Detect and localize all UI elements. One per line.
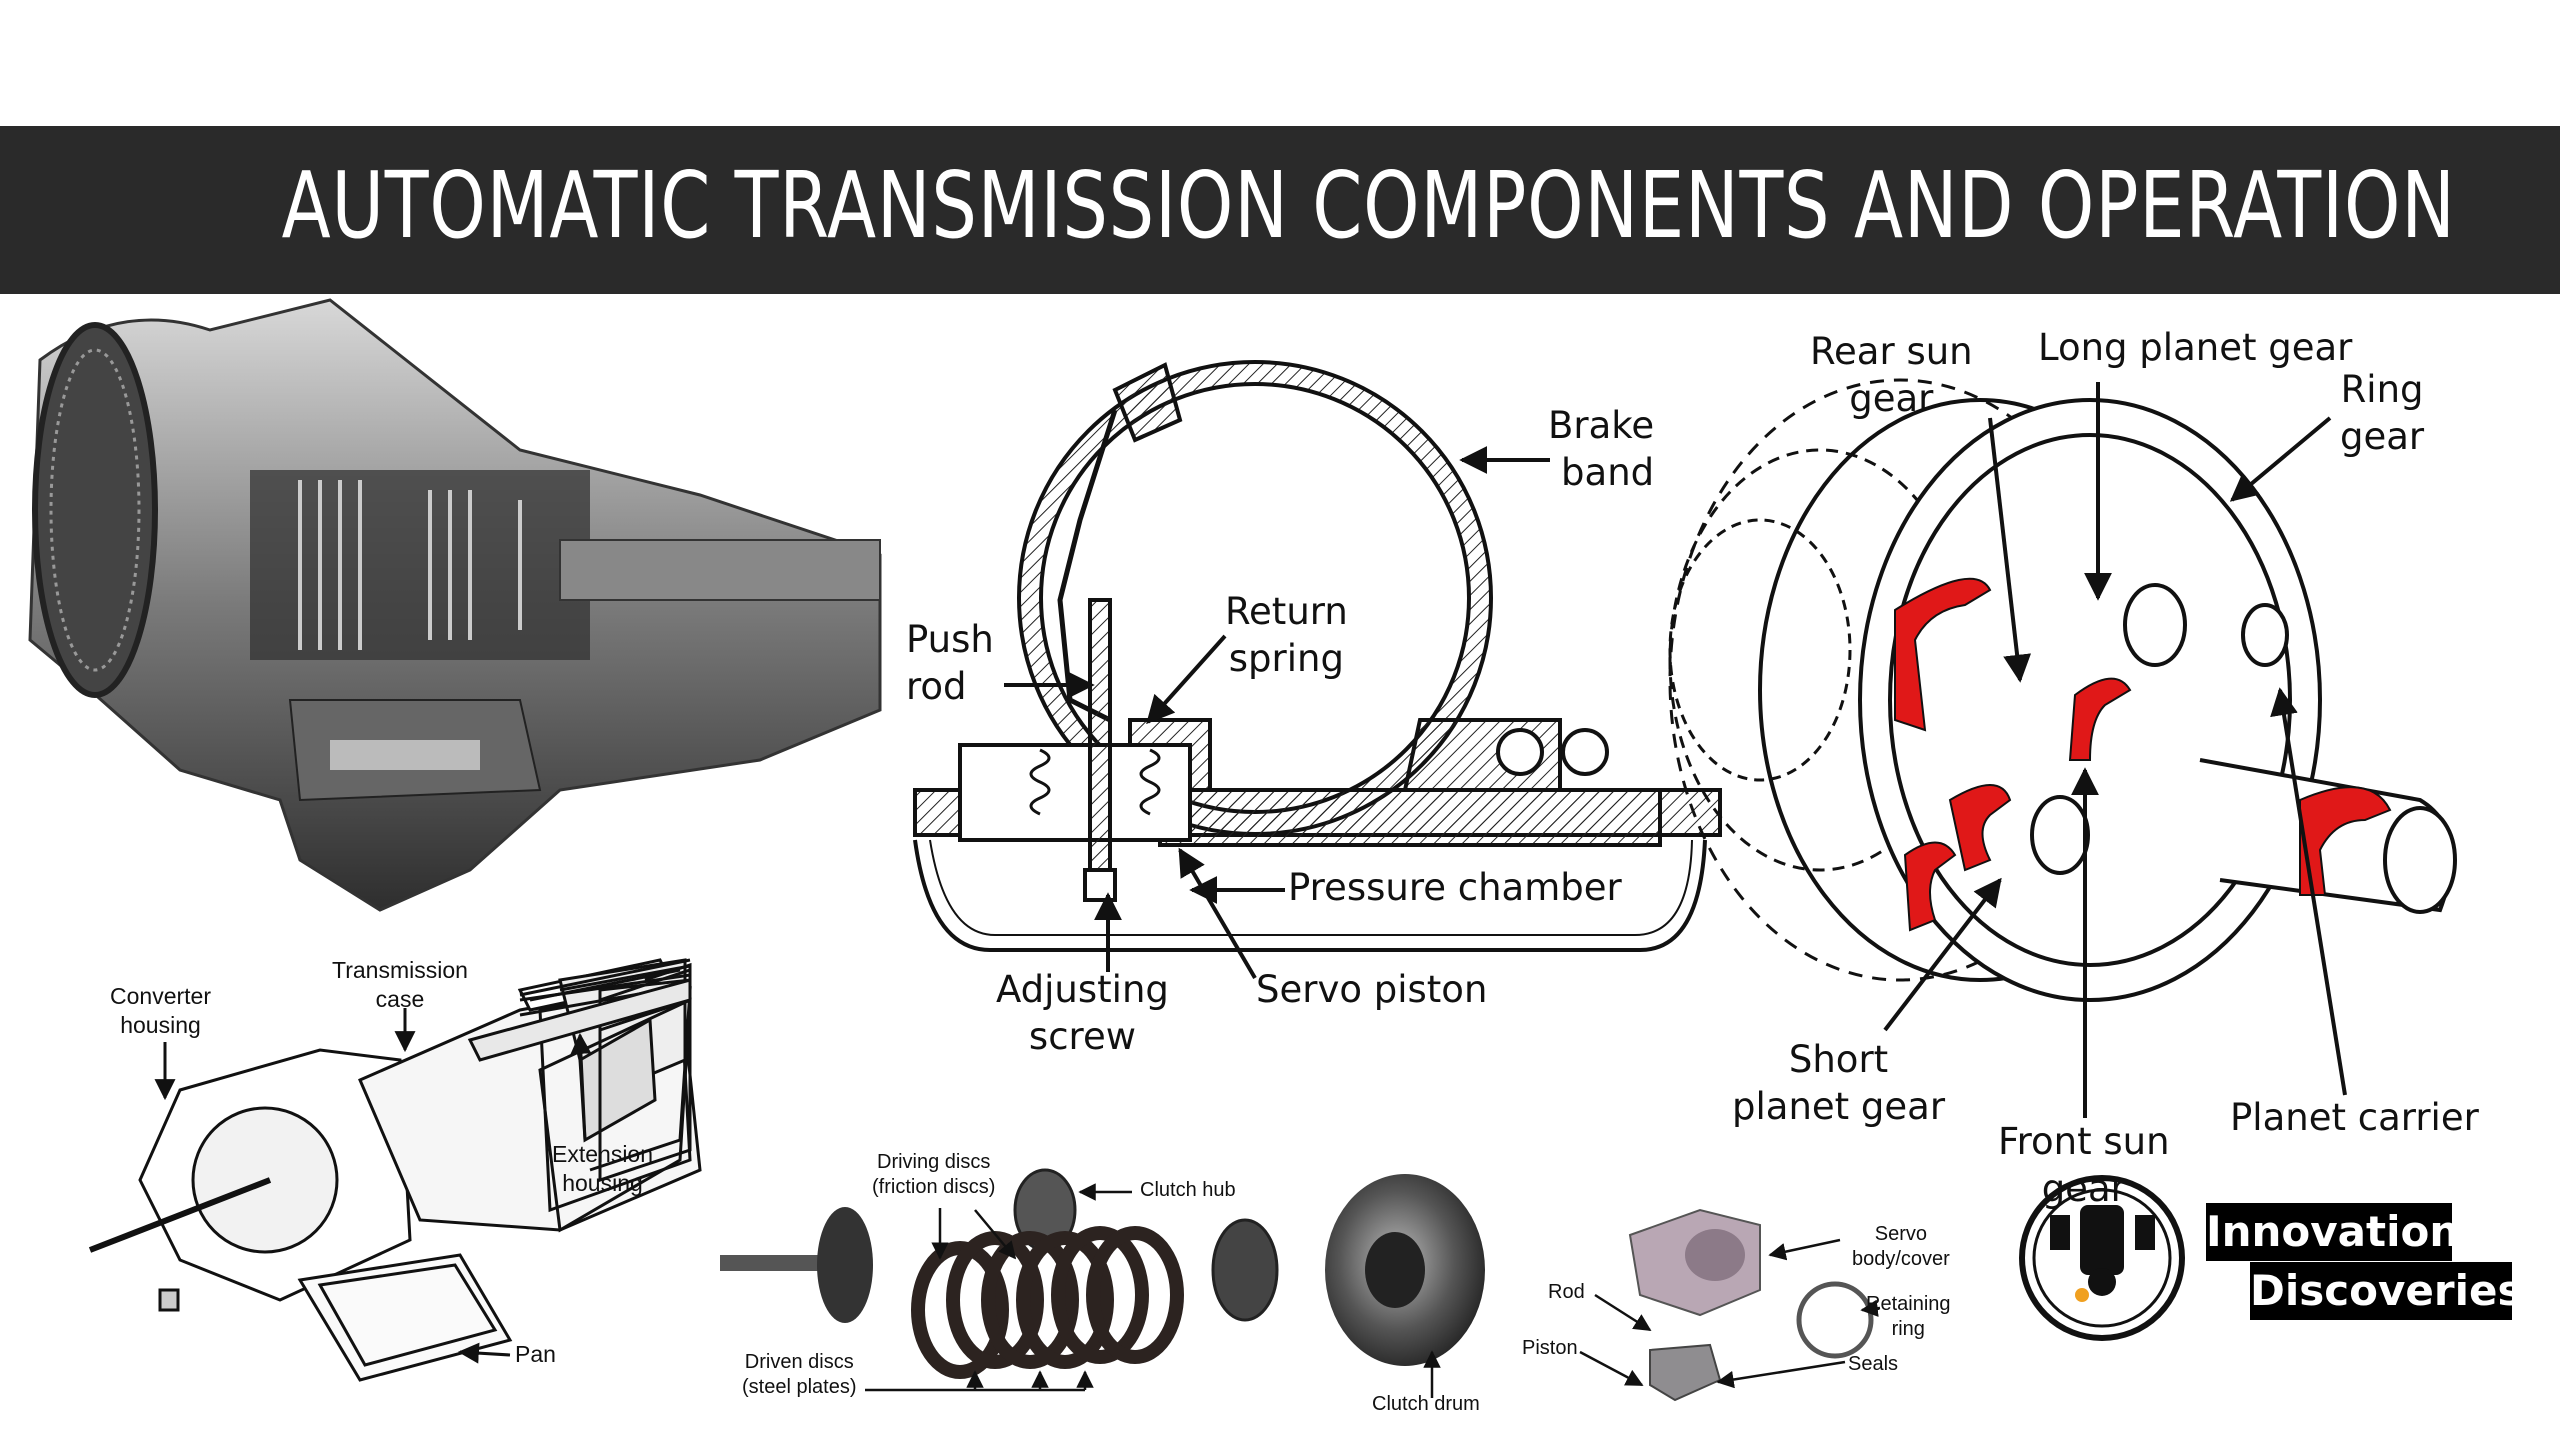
servo-parts-photo — [1628, 1208, 1874, 1402]
brand-emblem — [2019, 1175, 2185, 1341]
label-seals: Seals — [1848, 1353, 1899, 1375]
label-retaining-ring: Retaining ring — [1866, 1293, 1951, 1340]
label-push-rod: Push rod — [906, 618, 994, 709]
label-adjusting-screw: Adjusting screw — [996, 968, 1169, 1059]
exploded-transmission-drawing — [88, 958, 702, 1382]
brand-line-2: Discoveries — [2250, 1262, 2522, 1320]
label-return-spring: Return spring — [1225, 590, 1348, 681]
cutaway-transmission-photo — [28, 298, 882, 912]
label-driving-discs: Driving discs (friction discs) — [872, 1151, 996, 1198]
servo-leader-lines — [1004, 446, 1550, 980]
label-pressure-chamber: Pressure chamber — [1288, 866, 1622, 909]
label-front-sun-gear: Front sun gear — [1998, 1120, 2170, 1211]
exploded-leader-lines — [154, 1008, 592, 1364]
label-rear-sun-gear: Rear sun gear — [1810, 330, 1973, 421]
clutch-leader-lines — [865, 1183, 1441, 1398]
servo-parts-leader-lines — [1579, 1238, 1881, 1389]
planetary-gearset — [1668, 378, 2457, 1002]
brand-line-1: Innovation — [2206, 1203, 2459, 1261]
label-pan: Pan — [515, 1341, 556, 1367]
label-piston: Piston — [1522, 1337, 1578, 1359]
label-servo-piston: Servo piston — [1256, 968, 1488, 1011]
title-banner: AUTOMATIC TRANSMISSION COMPONENTS AND OP… — [0, 126, 2560, 294]
label-converter-housing: Converter housing — [110, 983, 211, 1038]
planetary-leader-lines — [1883, 382, 2347, 1118]
label-transmission-case: Transmission case — [332, 957, 468, 1012]
rotation-arrows — [1894, 577, 2392, 932]
label-servo-body: Servo body/cover — [1852, 1223, 1950, 1270]
label-long-planet-gear: Long planet gear — [2038, 326, 2353, 369]
page-title: AUTOMATIC TRANSMISSION COMPONENTS AND OP… — [281, 152, 2456, 259]
label-brake-band: Brake band — [1548, 404, 1655, 495]
label-short-planet-gear: Short planet gear — [1732, 1038, 1946, 1129]
label-clutch-drum: Clutch drum — [1372, 1393, 1480, 1415]
label-extension-housing: Extension housing — [552, 1141, 654, 1196]
label-driven-discs: Driven discs (steel plates) — [742, 1351, 857, 1398]
label-clutch-hub: Clutch hub — [1140, 1179, 1236, 1201]
label-ring-gear: Ring gear — [2340, 368, 2425, 459]
clutch-pack-photo — [720, 1168, 1485, 1379]
label-rod: Rod — [1548, 1281, 1585, 1303]
label-planet-carrier: Planet carrier — [2230, 1096, 2479, 1139]
